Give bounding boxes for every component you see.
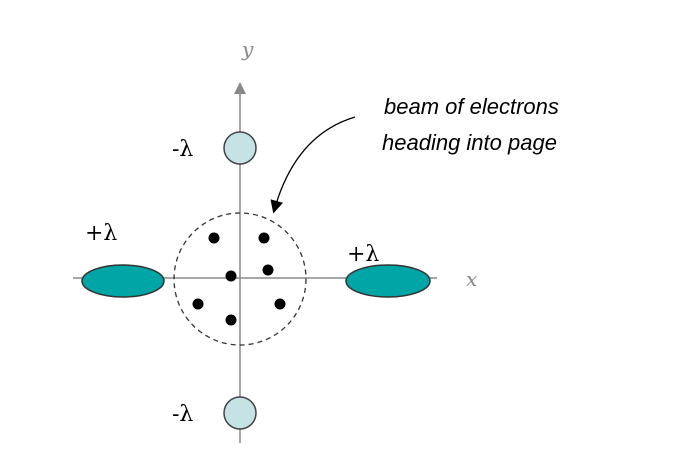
charge-label-left: +λ [85,221,117,246]
annotation-line-2: heading into page [382,130,557,155]
charge-label-right: +λ [347,242,379,267]
charge-label-bottom: -λ [172,402,193,427]
electron [192,298,204,310]
annotation-line-1: beam of electrons [384,94,559,119]
charge-label-top: -λ [172,137,193,162]
electrons [192,232,286,326]
positive-charge-left [81,264,165,298]
electron [225,314,237,326]
positive-charge-right [345,264,431,298]
x-axis-label: x [466,267,477,291]
electron [208,232,220,244]
y-axis-label: y [241,37,254,61]
beam-boundary [173,212,307,346]
annotation-arrow [270,116,356,214]
electron [274,298,286,310]
negative-charge-top [223,131,257,165]
electron [258,232,270,244]
electron [262,264,274,276]
negative-charge-bottom [223,396,257,430]
electron [225,270,237,282]
